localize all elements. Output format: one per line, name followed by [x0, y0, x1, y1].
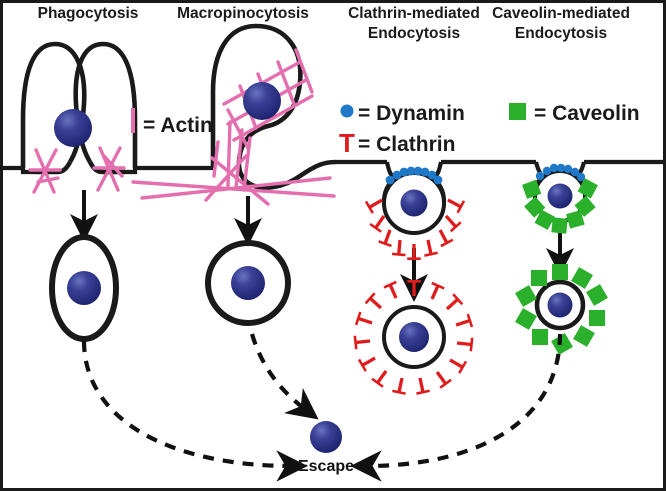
header-clathrin-line2: Endocytosis	[368, 25, 460, 42]
legend-label-dynamin: = Dynamin	[358, 102, 465, 125]
svg-text:T: T	[407, 239, 421, 265]
particle-macropinocytosis	[243, 82, 281, 120]
svg-text:T: T	[348, 333, 375, 350]
header-caveolin-line1: Caveolin-mediated	[492, 5, 630, 22]
header-group: Phagocytosis Macropinocytosis Clathrin-m…	[38, 5, 630, 42]
macropinosome	[205, 240, 291, 326]
arrow-escape-caveolar	[350, 333, 563, 482]
particle-escaped	[310, 421, 342, 453]
header-caveolin-line2: Endocytosis	[515, 25, 607, 42]
escape-label: Escape	[298, 458, 354, 475]
caveolin-icon	[509, 103, 526, 120]
solid-arrows	[70, 190, 574, 302]
legend-item-clathrin: T = Clathrin	[339, 128, 455, 158]
dynamin-collar-caveolin	[535, 163, 586, 182]
svg-text:T: T	[407, 275, 421, 301]
caveolar-vesicle	[515, 264, 608, 355]
legend-label-caveolin: = Caveolin	[534, 102, 640, 125]
arrow-escape-phagosome	[81, 340, 308, 482]
particle-in-caveola	[547, 183, 573, 209]
header-clathrin-line1: Clathrin-mediated	[348, 5, 480, 22]
svg-text:T: T	[412, 372, 431, 400]
dynamin-collar-clathrin	[385, 166, 443, 185]
clathrin-icon: T	[339, 128, 355, 158]
clathrin-triskelia-pit: T T T T T T T T T	[360, 191, 470, 265]
particle-in-clathrin-vesicle	[399, 322, 429, 352]
legend-label-clathrin: = Clathrin	[358, 133, 455, 156]
svg-text:T: T	[420, 234, 439, 262]
caveola-pit	[522, 163, 598, 234]
arrow-escape-macropinosome	[249, 333, 319, 420]
legend-item-dynamin: = Dynamin	[340, 102, 465, 125]
caveolin-squares-pit	[522, 178, 598, 234]
actin-cluster-phago-right	[92, 146, 126, 192]
particle-in-macropinosome	[231, 266, 265, 300]
actin-fibers-base	[131, 120, 336, 206]
particle-in-phagosome	[67, 271, 101, 305]
dynamin-icon	[340, 104, 354, 118]
legend-label-actin: = Actin	[143, 114, 213, 137]
particle-in-clathrin-pit	[400, 189, 428, 217]
header-phagocytosis: Phagocytosis	[38, 5, 139, 22]
particle-phagocytosis	[54, 109, 92, 147]
caveolin-squares-vesicle	[515, 264, 608, 355]
svg-text:T: T	[391, 234, 407, 261]
actin-cluster-phago-left	[28, 148, 62, 194]
clathrin-coated-pit: T T T T T T T T T	[360, 166, 470, 265]
header-macropinocytosis: Macropinocytosis	[177, 5, 309, 22]
legend-item-caveolin: = Caveolin	[509, 102, 640, 125]
svg-text:T: T	[391, 372, 410, 400]
particle-in-caveolar-vesicle	[547, 292, 573, 318]
phagosome	[49, 234, 119, 342]
escape-arrows	[81, 333, 563, 482]
legend-item-actin: = Actin	[131, 108, 213, 137]
legend-group: = Actin = Dynamin T = Clathrin = Caveoli…	[131, 102, 640, 158]
svg-text:T: T	[451, 335, 478, 352]
